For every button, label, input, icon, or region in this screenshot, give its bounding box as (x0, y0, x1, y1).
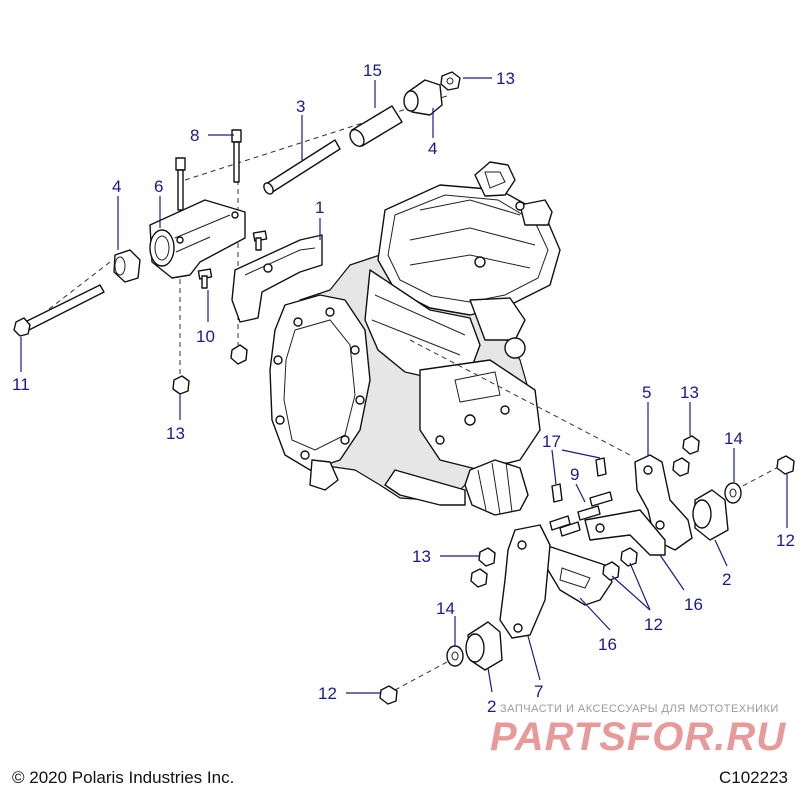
part-14-washer-right (724, 482, 742, 504)
callout-11: 11 (12, 375, 30, 394)
part-16-link-upper (584, 509, 666, 556)
part-5-bracket (634, 454, 693, 551)
diagram-code: C102223 (718, 768, 788, 787)
callout-13: 13 (412, 547, 431, 566)
copyright-text: © 2020 Polaris Industries Inc. (12, 768, 235, 787)
part-12-nuts-mid (602, 547, 638, 581)
part-8-bolts (175, 129, 242, 211)
callout-13: 13 (680, 383, 699, 402)
case-bolt (300, 450, 310, 460)
case-bolt (325, 307, 335, 317)
part-6-mount-bracket (149, 199, 246, 279)
callout-14: 14 (724, 429, 743, 448)
callout-3: 3 (296, 97, 305, 116)
part-15-spacer (349, 105, 403, 147)
callout-13: 13 (496, 69, 515, 88)
watermark-tagline: ЗАПЧАСТИ И АКСЕССУАРЫ ДЛЯ МОТОТЕХНИКИ (500, 703, 779, 715)
callout-labels: 15 13 3 8 4 4 6 1 10 11 13 5 13 14 17 9 … (12, 61, 795, 716)
part-14-washer-lower (446, 645, 464, 667)
case-bolt (340, 435, 350, 445)
callout-12: 12 (644, 615, 663, 634)
part-12-nut-right (776, 455, 795, 475)
part-13-nut-right (672, 435, 700, 477)
part-9-bolts (549, 491, 613, 537)
callout-4: 4 (112, 177, 121, 196)
case-bolt (275, 415, 285, 425)
part-17-fittings (551, 457, 607, 503)
callout-5: 5 (642, 383, 651, 402)
callout-15: 15 (363, 61, 382, 80)
part-10-bolts (197, 230, 268, 289)
leader-lines (20, 77, 788, 694)
part-4-bushing-top (403, 79, 443, 116)
part-13-nut-left (172, 344, 248, 395)
callout-13: 13 (166, 424, 185, 443)
part-13-nut-lower (470, 547, 496, 588)
part-2-mount-lower (465, 621, 503, 671)
case-bolt (355, 395, 365, 405)
callout-12: 12 (318, 684, 337, 703)
oil-filter (464, 459, 529, 516)
case-bolt (273, 355, 283, 365)
part-12-nut-lower (379, 685, 398, 705)
callout-8: 8 (190, 126, 199, 145)
callout-6: 6 (154, 177, 163, 196)
callout-10: 10 (196, 327, 215, 346)
part-1-engine-bracket (231, 234, 323, 323)
callout-2: 2 (487, 697, 496, 716)
part-16-link-lower (544, 544, 613, 606)
head-bolt (474, 256, 486, 268)
callout-4: 4 (428, 139, 437, 158)
callout-14: 14 (436, 599, 455, 618)
callout-9: 9 (570, 465, 579, 484)
watermark-logo: PARTSFOR.RU (490, 715, 787, 759)
callout-12: 12 (776, 531, 795, 550)
callout-16: 16 (598, 635, 617, 654)
callout-1: 1 (315, 198, 324, 217)
callout-2: 2 (722, 570, 731, 589)
part-11-long-bolt (13, 284, 105, 337)
part-7-bracket (499, 524, 551, 639)
engine-assembly (269, 161, 561, 516)
sensor-cap (504, 337, 526, 359)
part-13-nut-top (440, 71, 461, 91)
case-bolt (350, 345, 360, 355)
callout-7: 7 (534, 682, 543, 701)
part-4-bushing-left (113, 249, 141, 283)
case-bolt (293, 317, 303, 327)
callout-17: 17 (542, 432, 561, 451)
callout-16: 16 (684, 595, 703, 614)
part-3-tube (263, 139, 341, 195)
part-2-mount-right (692, 489, 729, 541)
